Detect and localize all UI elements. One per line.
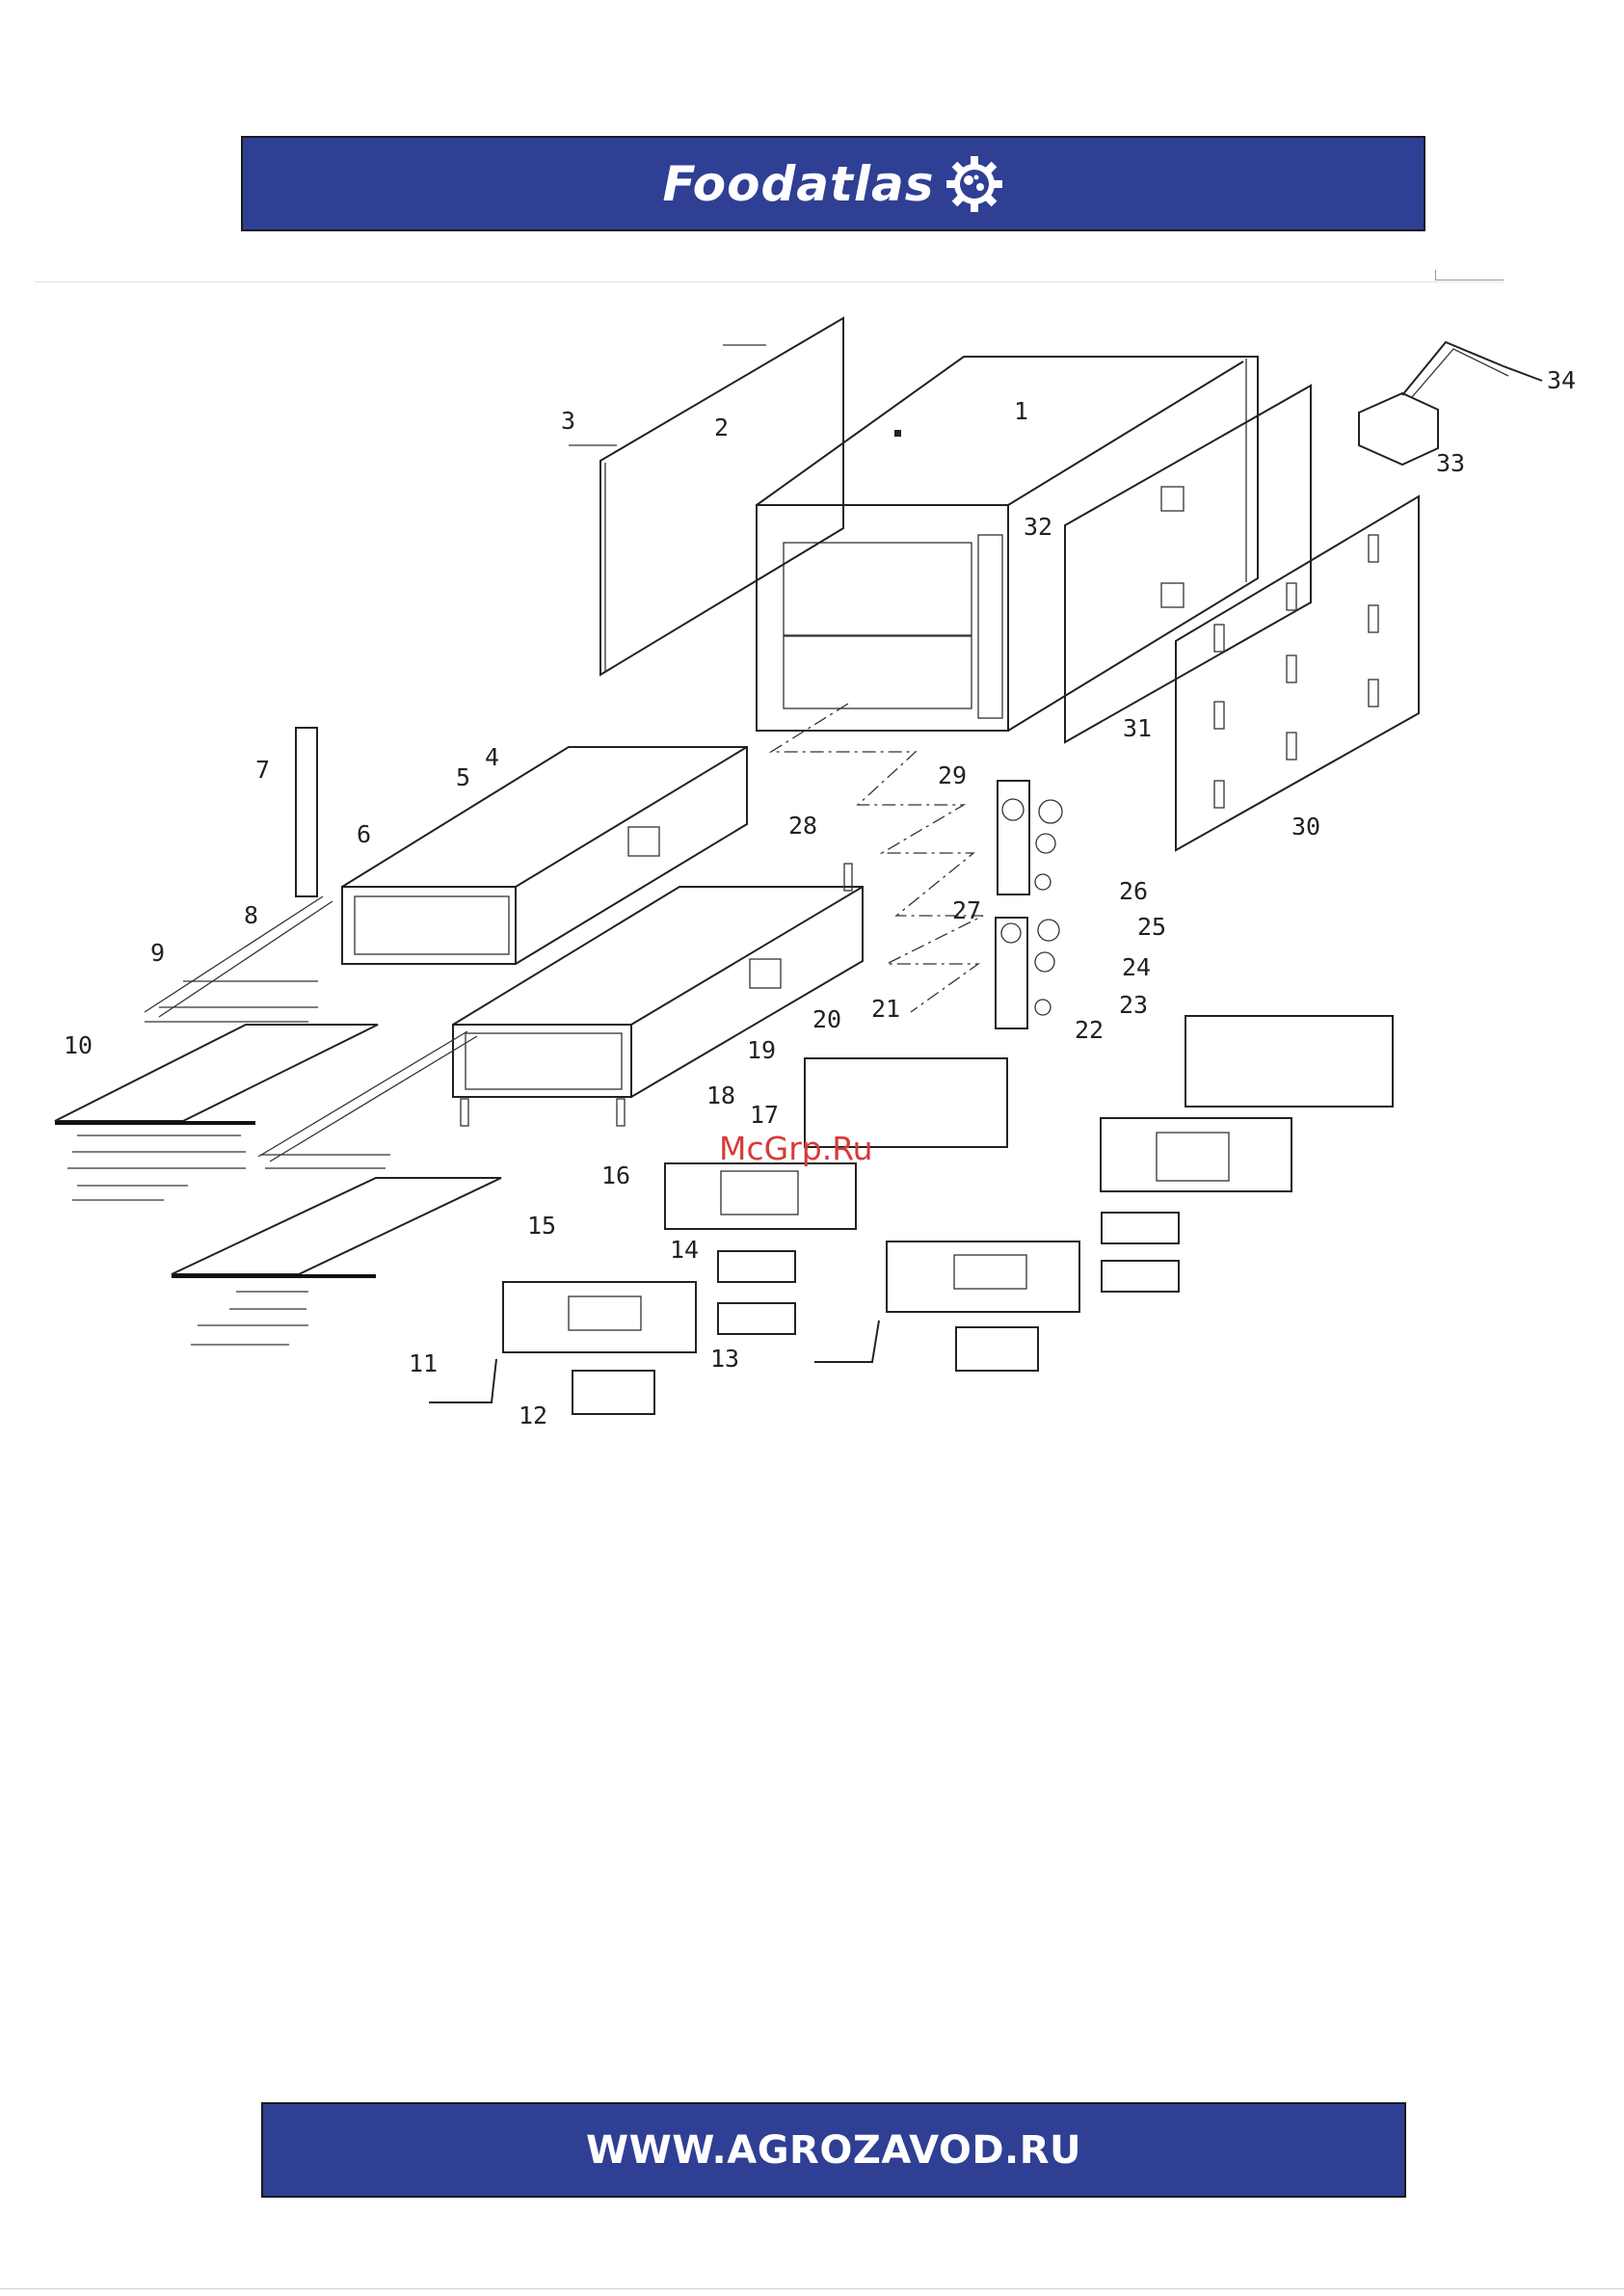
brand-name: Foodatlas <box>662 156 934 212</box>
gear-icon <box>945 154 1004 214</box>
callout-2: 2 <box>714 414 729 441</box>
callout-31: 31 <box>1123 714 1152 742</box>
callout-14: 14 <box>670 1236 699 1264</box>
callout-9: 9 <box>150 939 165 967</box>
callout-12: 12 <box>519 1402 547 1429</box>
callout-23: 23 <box>1119 991 1148 1019</box>
callout-21: 21 <box>871 995 900 1023</box>
assembly-guide <box>771 704 983 1012</box>
callout-25: 25 <box>1137 913 1166 941</box>
baking-tray-lower <box>172 1031 501 1345</box>
heating-elements-lower-set <box>67 1135 246 1200</box>
upper-chamber <box>342 747 747 964</box>
callout-34: 34 <box>1547 366 1576 394</box>
lower-chamber <box>453 864 863 1126</box>
callout-27: 27 <box>952 896 981 924</box>
watermark: McGrp.Ru <box>719 1130 873 1167</box>
callout-30: 30 <box>1291 813 1320 841</box>
callout-17: 17 <box>750 1101 779 1129</box>
callout-8: 8 <box>244 901 258 929</box>
corner-mark <box>1435 270 1504 280</box>
door-frame-lower-left <box>429 1251 795 1414</box>
callout-26: 26 <box>1119 877 1148 905</box>
callout-7: 7 <box>255 756 270 784</box>
bottom-rule <box>0 2288 1624 2289</box>
callout-11: 11 <box>409 1349 438 1377</box>
control-panel-29 <box>998 781 1062 894</box>
callout-4: 4 <box>485 743 499 771</box>
header-banner: Foodatlas <box>241 136 1425 231</box>
callout-10: 10 <box>64 1031 93 1059</box>
terminal-block <box>1359 342 1542 465</box>
callout-6: 6 <box>357 820 371 848</box>
rack-bar <box>296 728 317 896</box>
baking-tray-upper <box>55 896 378 1123</box>
control-panel-27 <box>996 918 1059 1028</box>
door-frame-lower-right <box>814 1213 1179 1371</box>
callout-22: 22 <box>1075 1016 1104 1044</box>
footer-banner: WWW.AGROZAVOD.RU <box>261 2102 1406 2198</box>
door-assembly-right <box>1101 1016 1393 1191</box>
exploded-parts-diagram: 1 2 3 4 5 6 7 8 9 10 11 12 13 14 15 16 1… <box>0 289 1624 1446</box>
callout-20: 20 <box>812 1005 841 1033</box>
back-panel-30 <box>1176 496 1419 850</box>
callout-24: 24 <box>1122 953 1151 981</box>
callout-15: 15 <box>527 1212 556 1240</box>
top-rule <box>35 281 1504 282</box>
callout-33: 33 <box>1436 449 1465 477</box>
callout-1: 1 <box>1014 397 1028 425</box>
footer-url: WWW.AGROZAVOD.RU <box>586 2128 1081 2173</box>
callout-3: 3 <box>561 407 575 435</box>
callout-18: 18 <box>706 1081 735 1109</box>
side-panel <box>569 318 843 675</box>
back-panel-31 <box>1065 386 1311 742</box>
callout-29: 29 <box>938 761 967 789</box>
callout-19: 19 <box>747 1036 776 1064</box>
callout-5: 5 <box>456 763 470 791</box>
callout-28: 28 <box>788 812 817 840</box>
callout-16: 16 <box>601 1161 630 1189</box>
callout-13: 13 <box>710 1345 739 1373</box>
callout-32: 32 <box>1024 513 1052 541</box>
